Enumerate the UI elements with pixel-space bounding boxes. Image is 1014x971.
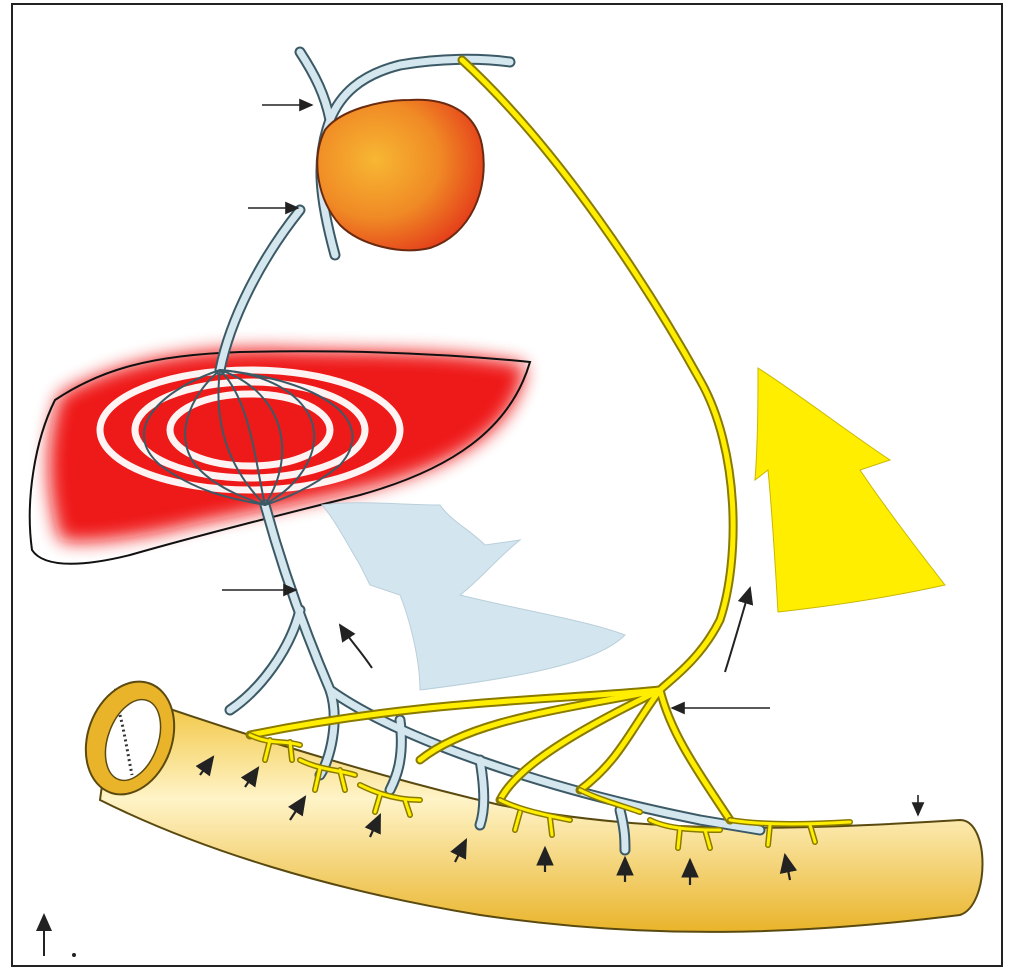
corner-dot — [72, 953, 76, 957]
heart — [317, 100, 483, 250]
